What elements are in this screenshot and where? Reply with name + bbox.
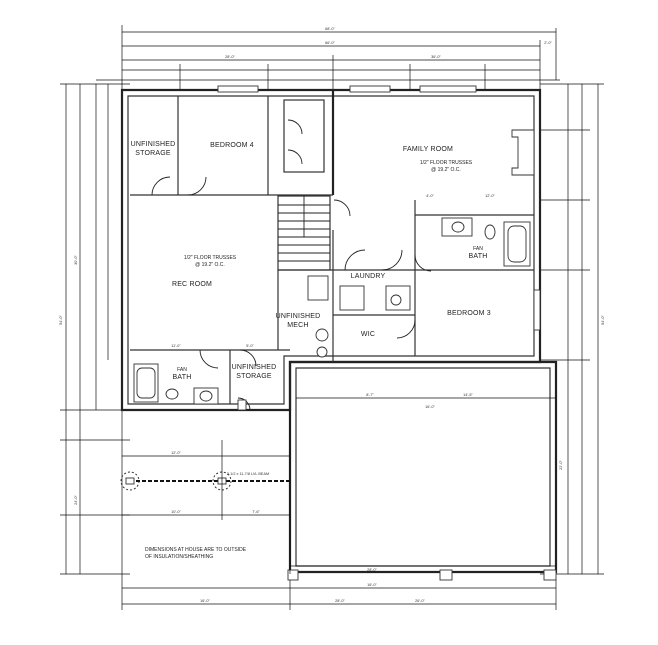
dim-mid-left-1: 12'-0" <box>171 451 181 455</box>
dim-left-overall: 54'-0" <box>59 315 63 325</box>
room-unfinished-storage-top-line2: STORAGE <box>135 150 171 157</box>
room-unfinished-mech-line2: MECH <box>287 322 308 329</box>
beam-label: 3-1/2 x 11-7/8 LVL BEAM <box>227 472 269 476</box>
left-dimension-lines <box>60 83 130 575</box>
room-laundry: LAUNDRY <box>351 273 386 280</box>
dim-bottom-overall: 16'-0" <box>200 599 210 603</box>
room-unfinished-storage-bottom-line1: UNFINISHED <box>232 364 277 371</box>
fixtures <box>133 85 541 411</box>
dim-row-b: 14'-5" <box>463 393 473 397</box>
room-unfinished-mech-line1: UNFINISHED <box>276 313 321 320</box>
room-wic: WIC <box>361 331 375 338</box>
dim-garage-width: 28'-0" <box>367 568 377 572</box>
fan-label-right: FAN <box>473 246 483 252</box>
dim-rec-width: 11'-0" <box>171 344 181 348</box>
dimensions-note-line2: OF INSULATION/SHEATHING <box>145 554 213 560</box>
room-unfinished-storage-bottom-line2: STORAGE <box>236 373 272 380</box>
rec-room-note-1: 1/2" FLOOR TRUSSES <box>184 255 237 261</box>
dim-top-seg-1: 28'-0" <box>225 55 235 59</box>
dim-top-overall-1: 68'-0" <box>325 27 335 31</box>
dim-right-overall: 54'-0" <box>601 315 605 325</box>
dim-top-seg-2: 36'-0" <box>431 55 441 59</box>
room-family-room: FAMILY ROOM <box>403 146 453 153</box>
room-bath-left: BATH <box>173 374 192 381</box>
dim-row-a: 8'-7" <box>366 393 374 397</box>
fan-label-left: FAN <box>177 367 187 373</box>
room-bedroom-4: BEDROOM 4 <box>210 142 254 149</box>
door-swings <box>151 119 432 411</box>
dim-row-c: 16'-0" <box>425 405 435 409</box>
dim-top-overall-2: 66'-0" <box>325 41 335 45</box>
dim-bottom-seg-1: 16'-0" <box>367 583 377 587</box>
dim-small-2: 4'-0" <box>426 194 434 198</box>
room-unfinished-storage-top-line1: UNFINISHED <box>131 141 176 148</box>
room-rec-room: REC ROOM <box>172 281 212 288</box>
dim-garage-depth: 22'-0" <box>559 460 563 470</box>
beam-and-posts <box>120 410 291 574</box>
room-bedroom-3: BEDROOM 3 <box>447 310 491 317</box>
dim-mid-left-3: 7'-6" <box>252 510 260 514</box>
rec-room-note-2: @ 19.2" O.C. <box>195 262 225 268</box>
room-bath-right: BATH <box>469 253 488 260</box>
dim-bottom-seg-2: 28'-0" <box>335 599 345 603</box>
dimensions-note-line1: DIMENSIONS AT HOUSE ARE TO OUTSIDE <box>145 547 247 553</box>
stairs <box>277 195 331 271</box>
dim-left-lower: 24'-0" <box>74 495 78 505</box>
interior-walls <box>130 90 534 404</box>
dim-mid-left-2: 10'-0" <box>171 510 181 514</box>
family-room-note-1: 1/2" FLOOR TRUSSES <box>420 160 473 166</box>
dim-small-1: 5'-0" <box>246 344 254 348</box>
bottom-dimension-lines <box>122 578 557 610</box>
dim-bottom-seg-3: 26'-0" <box>415 599 425 603</box>
dim-left-mid: 30'-0" <box>74 255 78 265</box>
dim-top-right-small: 2'-0" <box>544 41 552 45</box>
exterior-walls <box>120 88 558 581</box>
top-dimension-lines <box>96 25 560 610</box>
family-room-note-2: @ 19.2" O.C. <box>431 167 461 173</box>
dim-bed3: 12'-0" <box>485 194 495 198</box>
